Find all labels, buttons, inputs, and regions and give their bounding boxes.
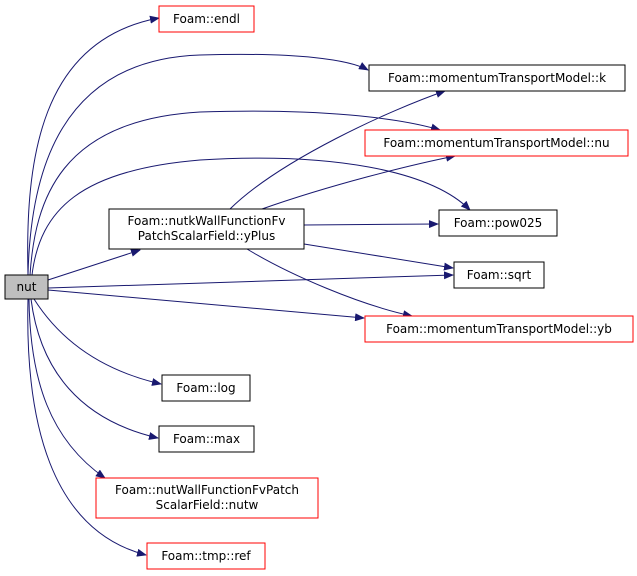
node-yplus[interactable]: Foam::nutkWallFunctionFv PatchScalarFiel…: [108, 208, 305, 250]
svg-text:Foam::nutWallFunctionFvPatch: Foam::nutWallFunctionFvPatch: [115, 483, 299, 497]
svg-text:Foam::tmp::ref: Foam::tmp::ref: [161, 549, 251, 563]
edge-nut-yb: [47, 289, 365, 322]
edge-yplus-yb: [246, 248, 413, 319]
edge-yplus-nu: [261, 153, 456, 210]
edge-nut-yplus: [47, 248, 141, 281]
node-pow025[interactable]: Foam::pow025: [438, 209, 558, 237]
node-sqrt[interactable]: Foam::sqrt: [453, 261, 545, 289]
edge-nut-ref: [27, 298, 147, 557]
node-log[interactable]: Foam::log: [161, 374, 251, 402]
svg-text:Foam::nutkWallFunctionFv: Foam::nutkWallFunctionFv: [128, 214, 286, 228]
svg-text:Foam::momentumTransportModel::: Foam::momentumTransportModel::k: [388, 71, 606, 85]
svg-text:Foam::momentumTransportModel::: Foam::momentumTransportModel::nu: [383, 136, 609, 150]
svg-text:nut: nut: [17, 280, 37, 294]
edge-nut-k: [27, 53, 369, 276]
svg-text:Foam::momentumTransportModel::: Foam::momentumTransportModel::yb: [386, 322, 612, 336]
node-k[interactable]: Foam::momentumTransportModel::k: [368, 64, 626, 92]
svg-text:Foam::endl: Foam::endl: [173, 12, 240, 26]
svg-text:PatchScalarField::yPlus: PatchScalarField::yPlus: [138, 229, 275, 243]
edge-nut-endl: [27, 15, 160, 276]
svg-text:Foam::log: Foam::log: [176, 381, 235, 395]
svg-text:Foam::pow025: Foam::pow025: [454, 216, 543, 230]
node-yb[interactable]: Foam::momentumTransportModel::yb: [364, 315, 634, 343]
edge-yplus-sqrt: [303, 243, 454, 271]
node-nut[interactable]: nut: [4, 274, 49, 300]
node-nu[interactable]: Foam::momentumTransportModel::nu: [364, 129, 629, 157]
node-ref[interactable]: Foam::tmp::ref: [146, 542, 266, 570]
svg-text:Foam::sqrt: Foam::sqrt: [467, 268, 532, 282]
edge-nut-max: [30, 298, 159, 440]
svg-text:ScalarField::nutw: ScalarField::nutw: [156, 498, 259, 512]
edge-nut-log: [33, 298, 162, 386]
node-nutw[interactable]: Foam::nutWallFunctionFvPatch ScalarField…: [95, 477, 319, 519]
node-endl[interactable]: Foam::endl: [158, 5, 255, 33]
edge-nut-pow025: [31, 157, 471, 276]
edge-nut-sqrt: [47, 271, 454, 289]
svg-text:Foam::max: Foam::max: [173, 432, 240, 446]
edge-nut-nutw: [28, 298, 106, 479]
edge-yplus-pow025: [303, 220, 439, 229]
node-max[interactable]: Foam::max: [158, 425, 255, 453]
edge-yplus-k: [229, 90, 446, 210]
edge-nut-nu: [29, 110, 441, 276]
